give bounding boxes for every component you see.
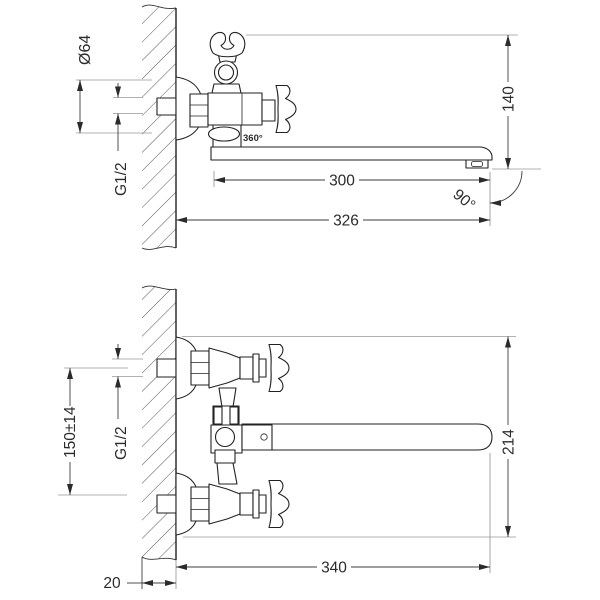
spout-bar [241, 423, 493, 451]
body-upper-neck [218, 387, 237, 408]
aerator-housing [465, 159, 489, 169]
valve-body-bottom [208, 483, 241, 525]
valve-stem [239, 492, 254, 516]
connection-nut-bottom [190, 486, 210, 522]
dimension-label-escutcheon-diameter: Ø64 [77, 35, 94, 65]
wall-hatch-fill [142, 5, 176, 250]
dimension-label-spout-reach: 300 [329, 173, 355, 190]
wall-break-top [141, 285, 177, 291]
wall-section-side [141, 4, 177, 250]
dimension-label-thread-front: G1/2 [113, 426, 130, 460]
holder-pivot-ring-inner [217, 64, 235, 81]
wall-break-bottom [141, 556, 177, 561]
cross-handle-cold[interactable] [268, 479, 290, 529]
dimension-label-overall-length: 340 [321, 560, 347, 577]
wall-section-front [141, 285, 177, 589]
connection-nut-top [190, 350, 210, 386]
bracket-hole [260, 433, 268, 441]
shower-holder-fork [209, 31, 246, 58]
spout-tube [210, 146, 493, 161]
supply-pipe-stub [156, 97, 177, 116]
dimension-label-wall-thickness: 20 [103, 575, 121, 592]
dimension-label-supply-centers: 150±14 [62, 406, 79, 458]
faucet-side-profile [156, 31, 493, 169]
valve-body-top [208, 347, 241, 389]
dimension-label-overall-reach: 326 [333, 213, 359, 230]
holder-pivot-ring [213, 60, 239, 85]
supply-pipe-stub-bottom [156, 494, 177, 514]
valve-barrel [207, 92, 263, 126]
wall-hatch-fill [142, 286, 176, 560]
dimension-label-spout-rotation: 360° [243, 133, 263, 144]
valve-stem [239, 356, 254, 380]
front-view: 150±14 G1/2 214 340 20 [58, 285, 518, 592]
connection-nut [189, 93, 209, 128]
cross-handle-side[interactable] [275, 84, 297, 134]
wall-break-top [141, 4, 177, 10]
side-view: Ø64 G1/2 140 300 326 90° 360° [76, 4, 541, 250]
faucet-front-profile [156, 336, 493, 536]
swivel-nut [207, 126, 241, 142]
body-collar-bottom [214, 449, 236, 464]
body-lower-neck [216, 462, 238, 485]
valve-flange [252, 353, 260, 383]
valve-flange [252, 489, 260, 519]
valve-bonnet [261, 99, 276, 122]
diverter-knob[interactable] [214, 426, 236, 448]
dimensions-side: Ø64 G1/2 140 300 326 90° 360° [76, 34, 541, 230]
dimension-label-swivel-angle: 90° [449, 186, 478, 214]
aerator-outlet [471, 161, 483, 167]
dimension-label-spout-height: 140 [501, 86, 518, 112]
dimensions-front: 150±14 G1/2 214 340 20 [58, 336, 518, 592]
cross-handle-hot[interactable] [268, 343, 290, 393]
collar-tab [213, 406, 223, 425]
dimension-label-thread-side: G1/2 [113, 162, 130, 196]
valve-stem [258, 494, 267, 514]
dimension-label-overall-height: 214 [501, 429, 518, 455]
wall-break-bottom [141, 246, 177, 250]
collar-tab [229, 406, 239, 425]
valve-stem [258, 358, 267, 378]
swivel-arc [489, 170, 523, 206]
body-shoulder [211, 83, 242, 94]
supply-pipe-stub-top [156, 358, 177, 378]
